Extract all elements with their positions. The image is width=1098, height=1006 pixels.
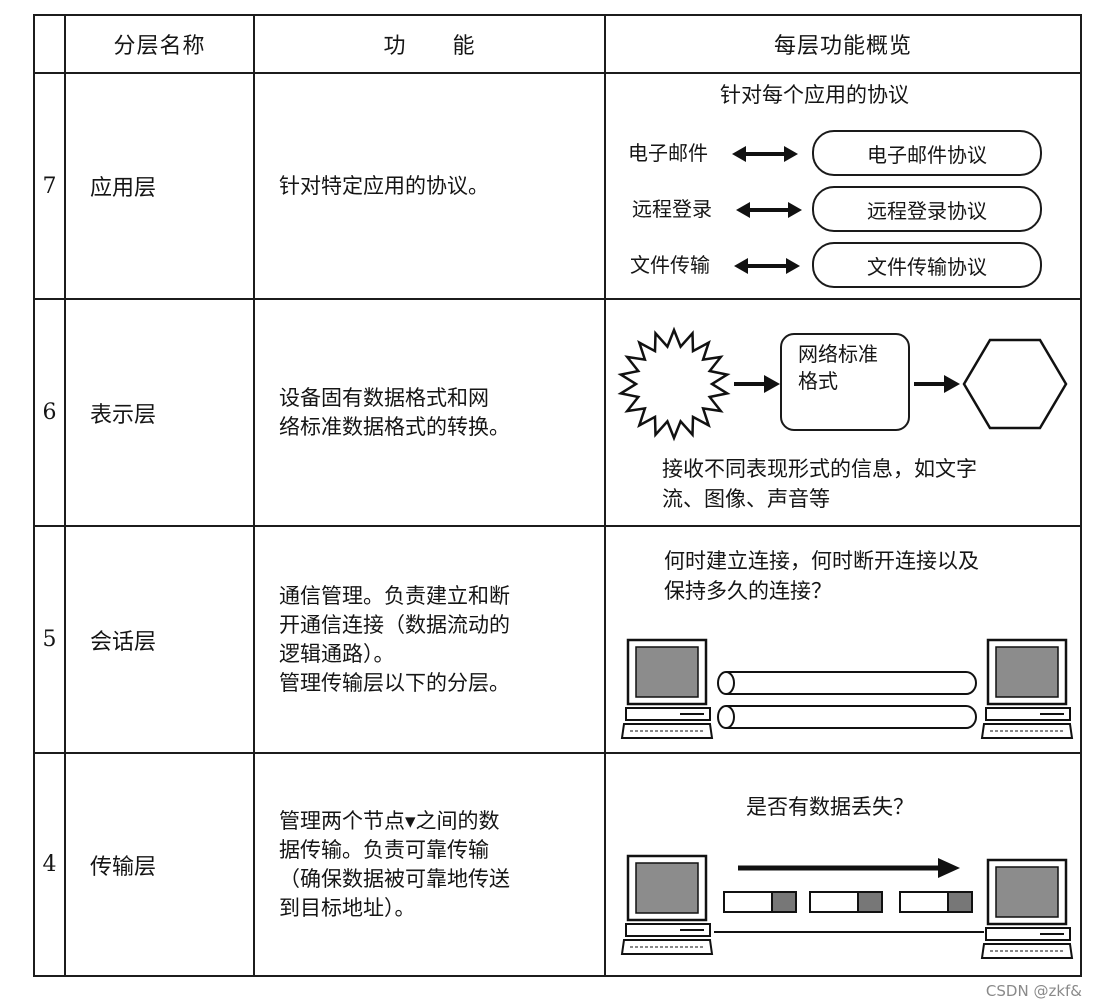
- app-label: 远程登录: [632, 197, 712, 221]
- protocol-box: 电子邮件协议: [812, 130, 1042, 176]
- column-divider: [604, 14, 606, 977]
- network-standard-format-box: 网络标准 格式: [780, 333, 910, 431]
- layer-function: 针对特定应用的协议。: [279, 173, 489, 198]
- protocol-box: 远程登录协议: [812, 186, 1042, 232]
- overview-caption: 接收不同表现形式的信息，如文字 流、图像、声音等: [662, 457, 977, 511]
- layer-name: 表示层: [90, 402, 157, 428]
- row-divider: [33, 298, 1082, 300]
- column-divider: [64, 14, 66, 977]
- double-arrow-icon: [734, 258, 800, 274]
- double-arrow-icon: [732, 146, 798, 162]
- protocol-box: 文件传输协议: [812, 242, 1042, 288]
- app-label: 电子邮件: [628, 141, 708, 165]
- osi-layer-table: [33, 14, 1082, 977]
- layer-name: 传输层: [90, 854, 157, 880]
- connection-pipe-icon: [717, 671, 977, 729]
- header-function: 功 能: [383, 34, 476, 59]
- overview-caption: 是否有数据丢失？: [746, 795, 914, 819]
- layer-number: 6: [42, 400, 57, 425]
- layer-function: 管理两个节点▾之间的数 据传输。负责可靠传输 （确保数据被可靠地传送 到目标地址…: [279, 808, 510, 920]
- overview-caption: 何时建立连接，何时断开连接以及 保持多久的连接？: [664, 549, 979, 603]
- layer-number: 4: [42, 852, 57, 877]
- row-divider: [33, 525, 1082, 527]
- computer-icon: [980, 638, 1074, 739]
- computer-icon: [620, 854, 714, 955]
- arrow-right-icon: [734, 375, 780, 393]
- header-name: 分层名称: [113, 34, 206, 59]
- layer-function: 通信管理。负责建立和断 开通信连接（数据流动的 逻辑通路）。 管理传输层以下的分…: [279, 583, 510, 695]
- computer-icon: [980, 858, 1074, 959]
- arrow-right-icon: [914, 375, 960, 393]
- row-divider: [33, 752, 1082, 754]
- starburst-icon: [617, 326, 731, 442]
- hexagon-icon: [962, 338, 1068, 430]
- layer-function: 设备固有数据格式和网 络标准数据格式的转换。: [279, 385, 510, 439]
- watermark: CSDN @zkf&: [985, 982, 1082, 1000]
- layer-name: 应用层: [90, 176, 157, 201]
- layer-number: 7: [42, 173, 57, 199]
- layer-number: 5: [42, 627, 57, 652]
- column-divider: [253, 14, 255, 977]
- header-overview: 每层功能概览: [773, 34, 912, 59]
- data-transfer-icon: [714, 858, 984, 933]
- overview-title: 针对每个应用的协议: [720, 83, 909, 107]
- computer-icon: [620, 638, 714, 739]
- header-divider: [33, 72, 1082, 74]
- layer-name: 会话层: [90, 629, 157, 655]
- double-arrow-icon: [736, 202, 802, 218]
- app-label: 文件传输: [630, 253, 710, 277]
